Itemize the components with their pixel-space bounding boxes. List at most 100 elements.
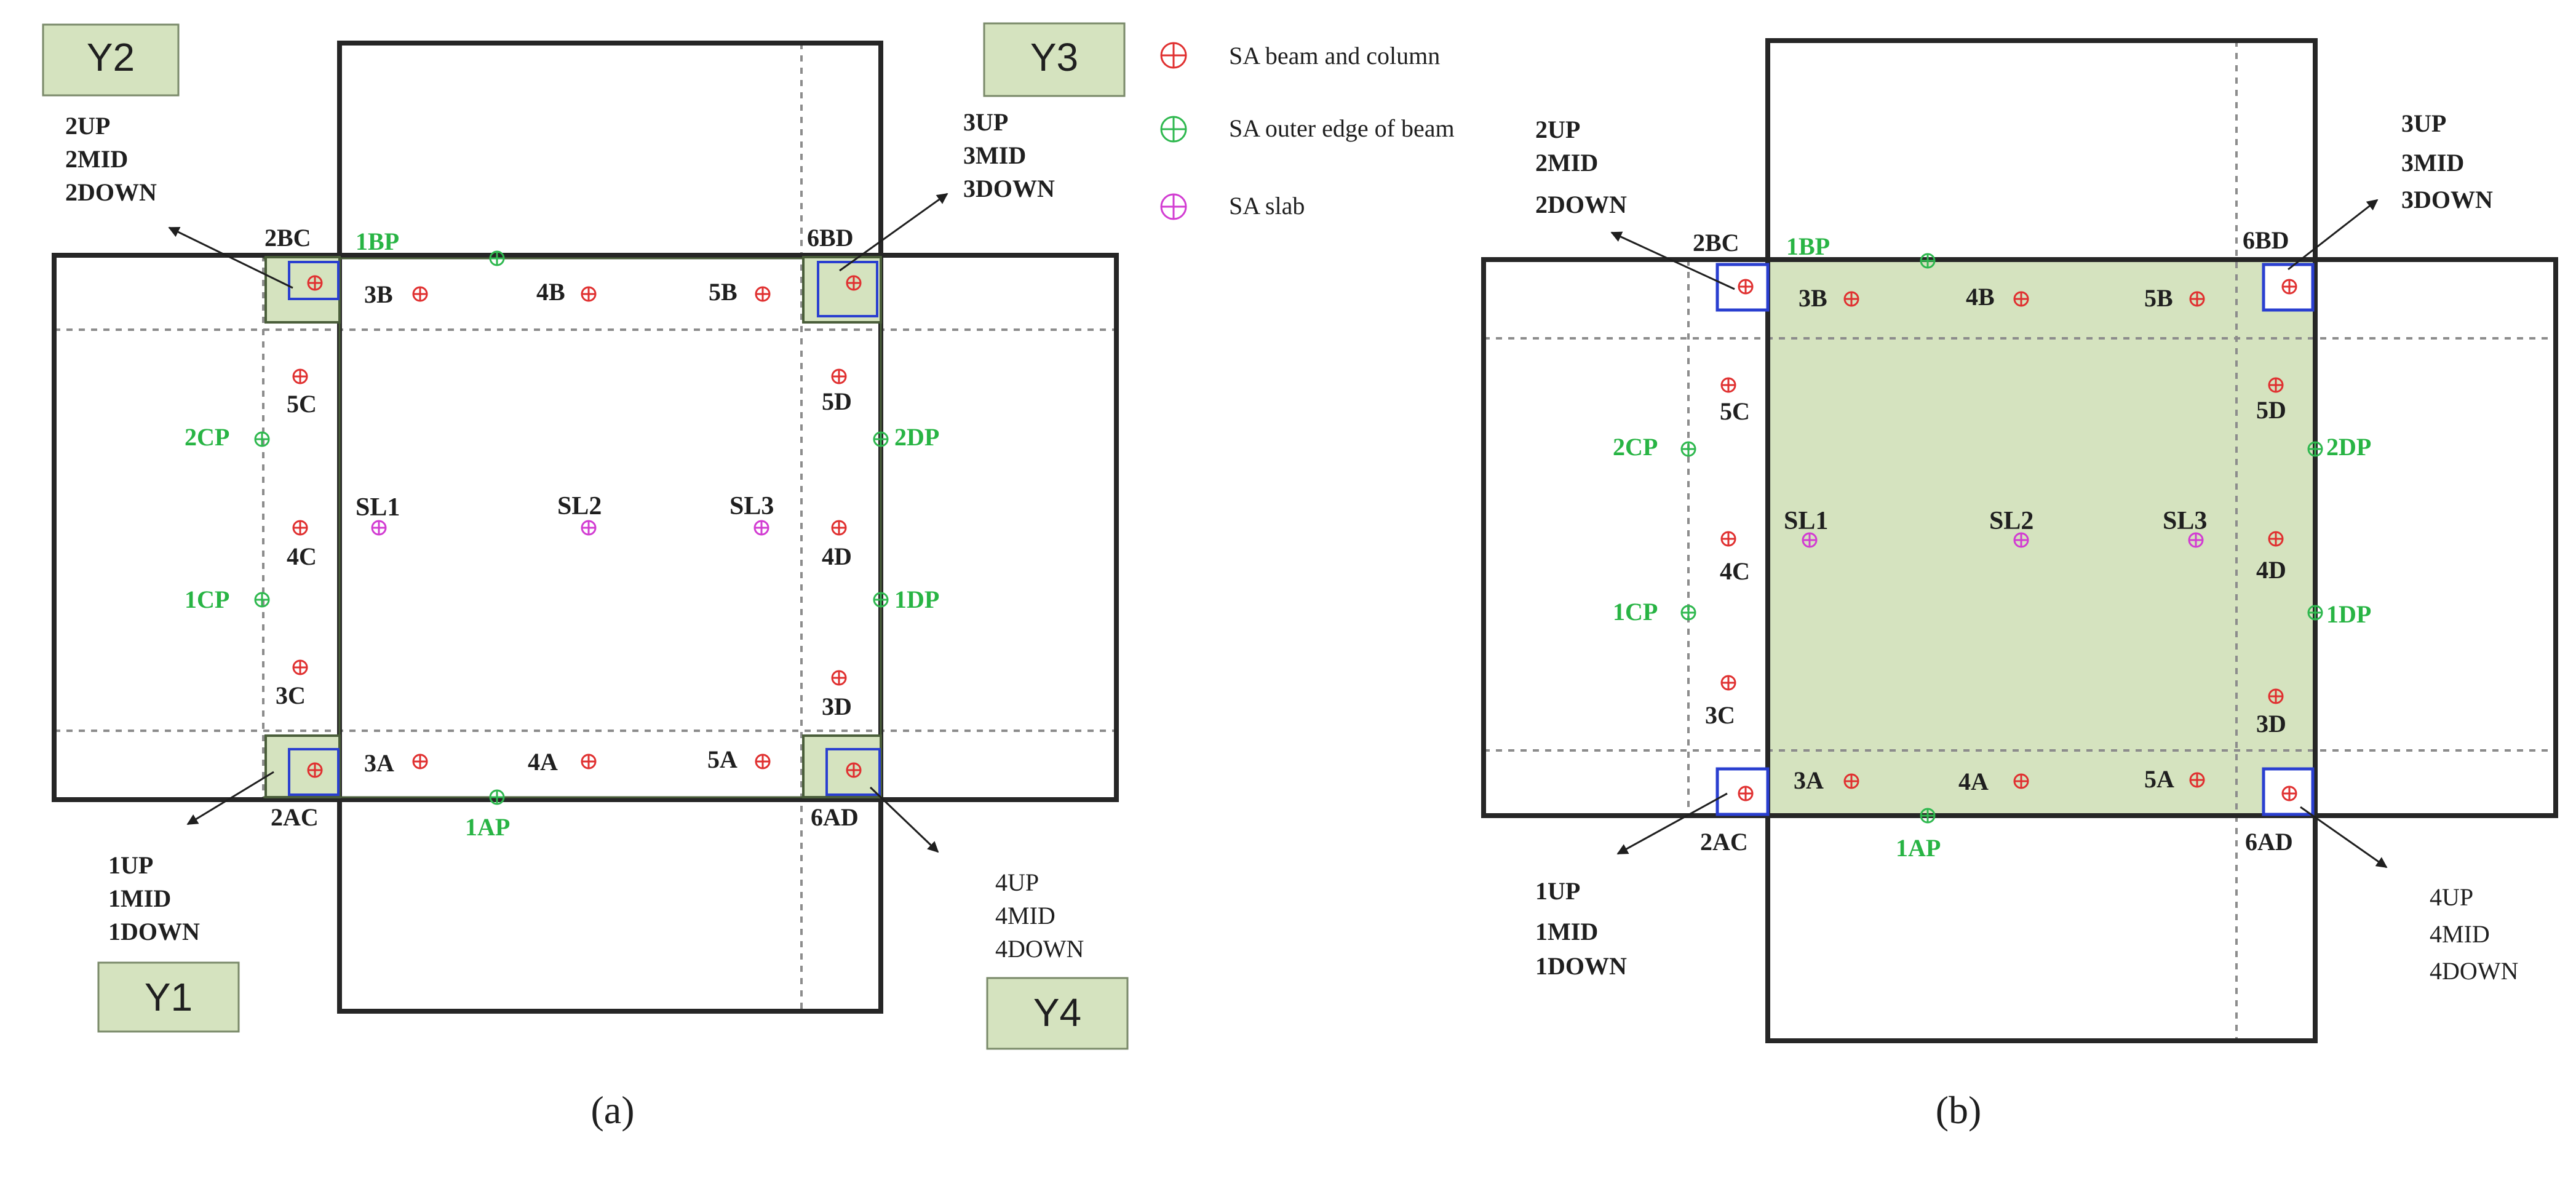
legend-magenta-cross-circle-icon: [1160, 193, 1187, 220]
label-5a: 5A: [707, 746, 737, 773]
panel-a-markers: [254, 250, 889, 805]
panel-b-markers: [1680, 253, 2323, 824]
label-3up: 3UP: [963, 108, 1008, 136]
marker-sl3: [753, 520, 769, 536]
label-b-4c: 4C: [1720, 557, 1750, 585]
label-b-5c: 5C: [1720, 397, 1750, 425]
y2-label: Y2: [87, 35, 135, 79]
marker-5d: [831, 368, 847, 384]
code-2ac: 2AC: [271, 803, 319, 831]
label-3down: 3DOWN: [963, 175, 1055, 202]
label-b-3down: 3DOWN: [2401, 186, 2493, 213]
marker-b-5a: [2189, 772, 2205, 788]
marker-1ap: [489, 789, 505, 805]
label-b-2cp: 2CP: [1613, 433, 1658, 461]
marker-2cp: [254, 431, 270, 447]
label-b-4d: 4D: [2256, 556, 2286, 584]
marker-b-5d: [2268, 377, 2284, 393]
label-b-5d: 5D: [2256, 396, 2286, 424]
label-5b: 5B: [709, 278, 737, 306]
label-2cp: 2CP: [185, 423, 229, 451]
marker-5b: [755, 286, 771, 302]
marker-b-3c: [1720, 675, 1736, 691]
label-b-sl3: SL3: [2163, 507, 2207, 535]
y1-label: Y1: [145, 975, 193, 1019]
label-3b: 3B: [364, 280, 393, 308]
label-b-1ap: 1AP: [1896, 834, 1941, 862]
label-b-3up: 3UP: [2401, 109, 2446, 137]
y3-label: Y3: [1030, 35, 1078, 79]
marker-b-2ac: [1738, 785, 1754, 801]
y4-box: Y4: [986, 977, 1129, 1050]
panel-a-gridlines: [54, 43, 1116, 1011]
panel-b-outline: [1481, 38, 2558, 1043]
marker-2ac: [307, 762, 323, 778]
panel-b-core-slab: [1767, 258, 2316, 817]
label-b-1bp: 1BP: [1786, 233, 1830, 260]
panel-b-corner-group-tl: 2UP 2MID 2DOWN: [1535, 116, 1627, 218]
label-1ap: 1AP: [465, 813, 510, 841]
panel-b-leader-arrows: [1610, 199, 2388, 869]
label-1bp: 1BP: [356, 228, 399, 255]
label-1mid: 1MID: [108, 885, 171, 912]
label-2dp: 2DP: [894, 423, 939, 451]
code-b-6ad: 6AD: [2245, 828, 2293, 856]
label-3d: 3D: [822, 693, 852, 720]
label-3a: 3A: [364, 749, 394, 777]
marker-2bc: [307, 275, 323, 291]
label-1dp: 1DP: [894, 586, 939, 613]
label-b-4a: 4A: [1958, 768, 1989, 795]
marker-b-4b: [2013, 291, 2029, 307]
marker-b-1ap: [1920, 808, 1936, 824]
panel-a-corner-group-br: 4UP 4MID 4DOWN: [995, 869, 1084, 963]
marker-b-3d: [2268, 688, 2284, 704]
caption-b: (b): [1936, 1088, 1982, 1132]
y3-box: Y3: [983, 22, 1126, 97]
marker-1dp: [873, 592, 889, 608]
marker-5c: [292, 368, 308, 384]
marker-3b: [412, 286, 428, 302]
code-6bd: 6BD: [807, 224, 854, 252]
label-b-1down: 1DOWN: [1535, 952, 1627, 980]
marker-b-3a: [1843, 773, 1859, 789]
label-b-4up: 4UP: [2430, 883, 2473, 911]
marker-b-4c: [1720, 531, 1736, 547]
marker-3c: [292, 659, 308, 675]
marker-b-2bc: [1738, 279, 1754, 295]
label-b-3a: 3A: [1794, 766, 1824, 794]
marker-b-5b: [2189, 291, 2205, 307]
code-6ad: 6AD: [811, 803, 859, 831]
legend: SA beam and column SA outer edge of beam…: [1160, 42, 1455, 220]
panel-a-core: [263, 257, 882, 798]
panel-b-diagram: 2UP 2MID 2DOWN 3UP 3MID 3DOWN 1UP 1MID 1…: [1481, 38, 2558, 1132]
marker-3a: [412, 754, 428, 769]
marker-b-5c: [1720, 377, 1736, 393]
marker-b-3b: [1843, 291, 1859, 307]
panel-a-diagram: Y2 Y3 Y1 Y4 2UP 2MID 2DOWN 3UP 3MID 3DOW…: [42, 22, 1129, 1132]
label-2down: 2DOWN: [65, 178, 157, 206]
marker-4d: [831, 520, 847, 536]
label-b-sl2: SL2: [1989, 507, 2033, 535]
marker-1bp: [489, 250, 505, 266]
label-5d: 5D: [822, 388, 852, 415]
legend-beam-column: SA beam and column: [1229, 42, 1440, 70]
marker-1cp: [254, 592, 270, 608]
code-b-6bd: 6BD: [2243, 226, 2289, 254]
panel-a-corner-columns: [264, 256, 882, 798]
label-b-3b: 3B: [1799, 284, 1827, 312]
label-b-4b: 4B: [1966, 283, 1995, 311]
marker-b-6ad: [2281, 785, 2297, 801]
legend-red-cross-circle-icon: [1160, 42, 1187, 69]
panel-a-point-labels: 3B 4B 5B 3A 4A 5A 5C 4C 3C 5D 4D 3D SL1 …: [185, 228, 939, 841]
label-b-1mid: 1MID: [1535, 918, 1598, 945]
marker-6bd: [846, 275, 862, 291]
y2-box: Y2: [42, 23, 180, 97]
label-b-5b: 5B: [2144, 284, 2173, 312]
marker-b-6bd: [2281, 279, 2297, 295]
marker-4b: [581, 286, 597, 302]
code-b-2ac: 2AC: [1700, 828, 1748, 856]
marker-2dp: [873, 431, 889, 447]
panel-b-point-labels: 3B 4B 5B 3A 4A 5A 5C 4C 3C 5D 4D 3D SL1 …: [1613, 233, 2371, 862]
legend-icons: [1160, 42, 1187, 220]
legend-outer-edge: SA outer edge of beam: [1229, 114, 1455, 142]
